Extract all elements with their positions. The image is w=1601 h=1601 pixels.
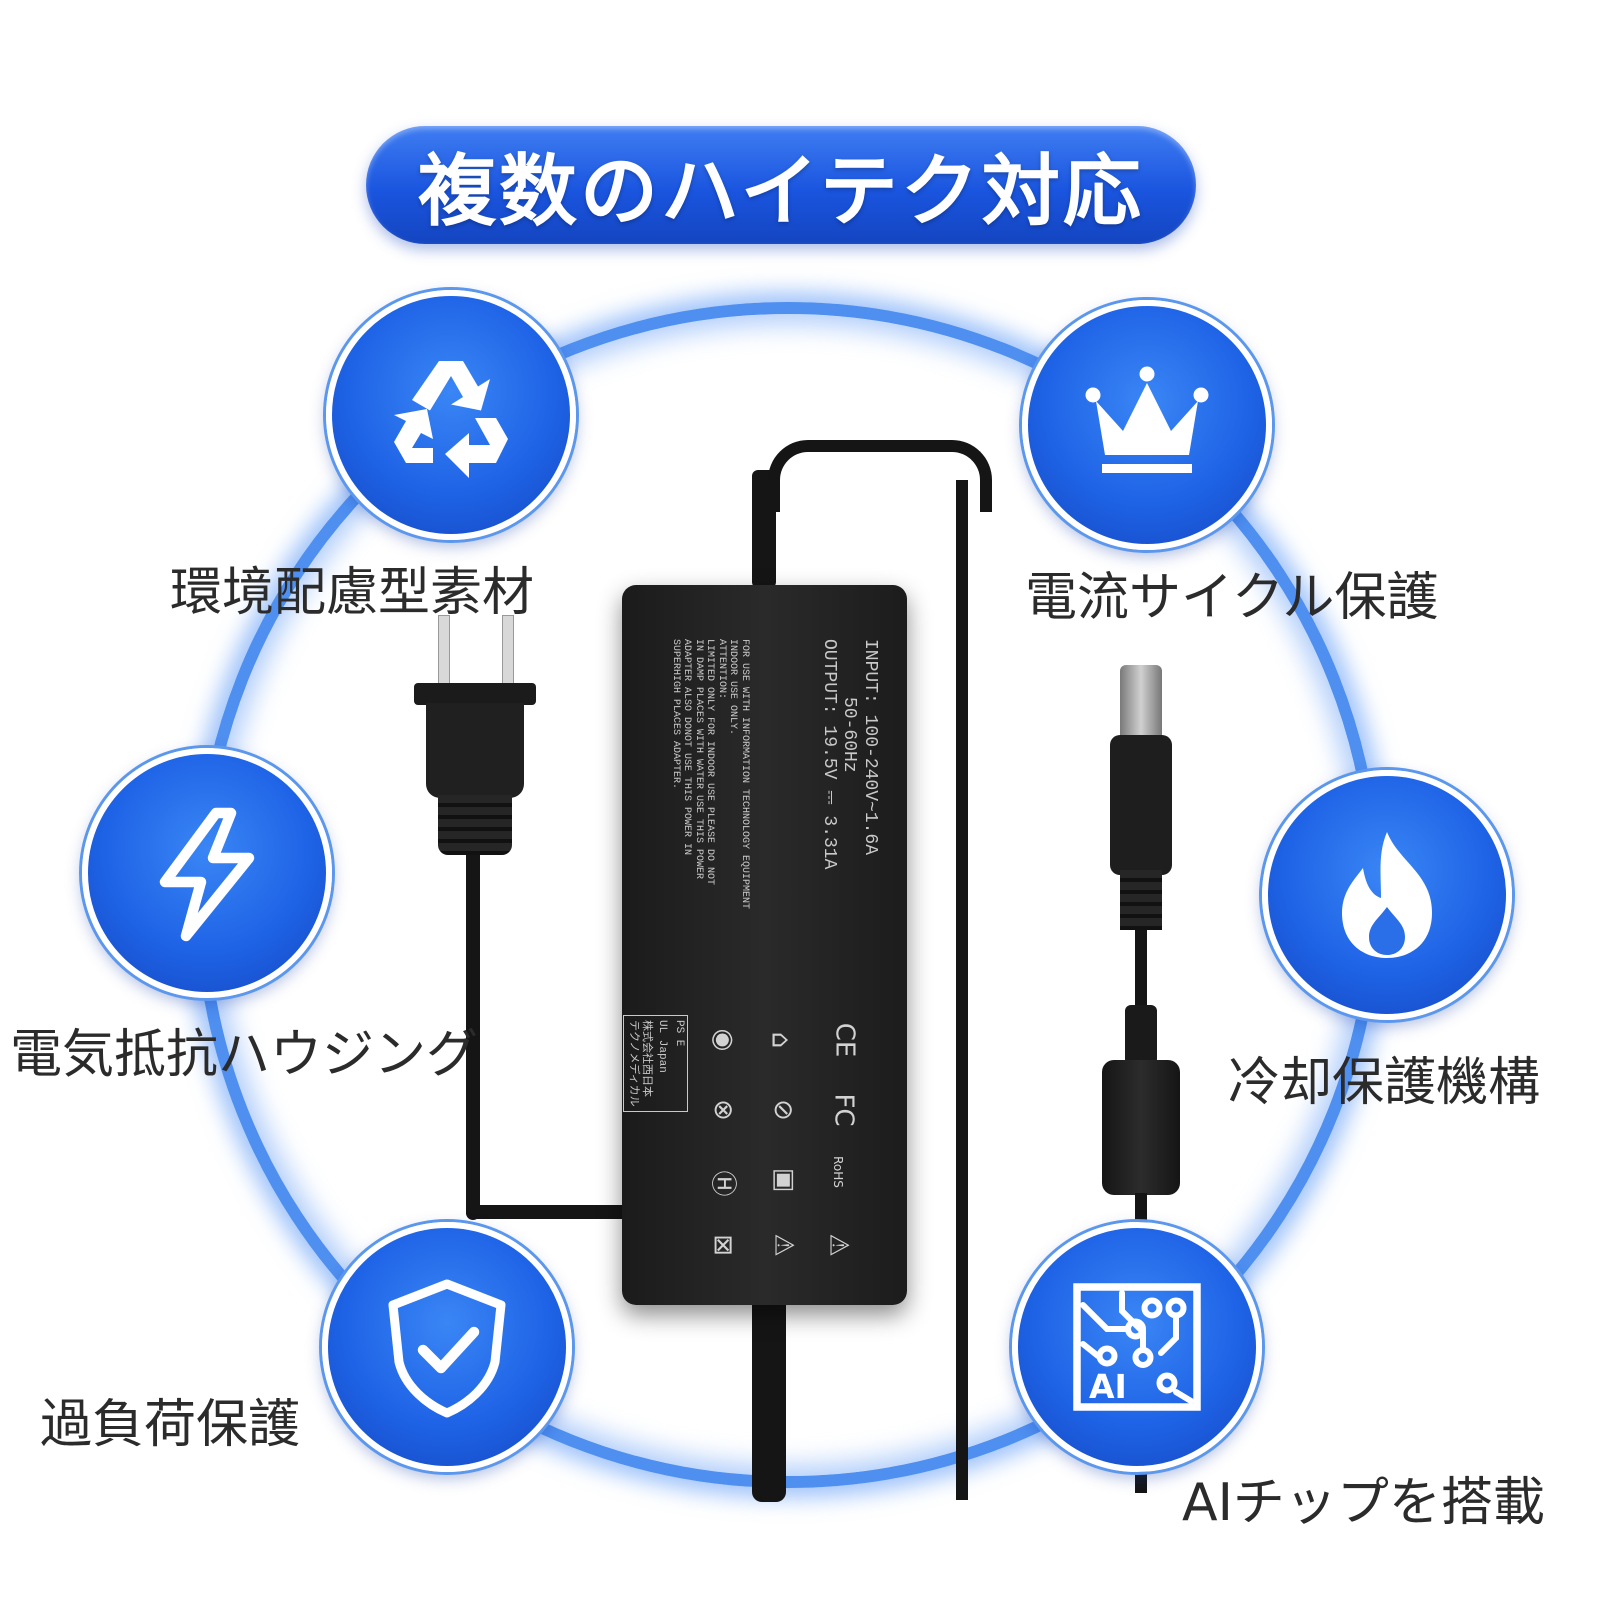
ai-chip-text: AI: [1089, 1367, 1127, 1406]
page-title: 複数のハイテク対応: [418, 147, 1144, 237]
feature-label-ai: AIチップを搭載: [1182, 1473, 1545, 1533]
feature-label-overload: 過負荷保護: [40, 1395, 301, 1455]
adapter-fine-print: FOR USE WITH INFORMATION TECHNOLOGY EQUI…: [670, 639, 750, 910]
flame-icon: [1342, 832, 1432, 958]
plug-cable: [466, 840, 480, 1220]
feature-label-cooling: 冷却保護機構: [1228, 1053, 1541, 1113]
feature-resistance-housing: [82, 748, 332, 998]
lightning-icon: [159, 807, 255, 942]
rohs-mark: RoHS: [830, 1156, 845, 1188]
feature-label-current: 電流サイクル保護: [1025, 568, 1439, 628]
plug-cable-bottom: [466, 1205, 636, 1219]
title-banner: 複数のハイテク対応: [366, 126, 1196, 244]
feature-label-resistance: 電気抵抗ハウジング: [10, 1025, 479, 1085]
ai-chip-icon: AI: [1073, 1283, 1201, 1411]
feature-current-cycle: [1022, 300, 1272, 550]
feature-ai-chip: AI: [1012, 1222, 1262, 1472]
recycle-icon: [394, 361, 508, 478]
double-insulation-icon: ▣: [769, 1167, 800, 1193]
adapter-cable-bottom: [752, 1302, 786, 1502]
feature-cooling: [1262, 770, 1512, 1020]
h-symbol-icon: Ⓗ: [707, 1170, 738, 1197]
warning-triangle-icon-2: ⚠: [768, 1233, 799, 1257]
frequency-rating: 50-60Hz: [839, 697, 860, 773]
feature-eco-material: [326, 290, 576, 540]
ul-japan-text: UL Japan: [656, 1020, 669, 1073]
warning-triangle-icon: ⚠: [823, 1233, 854, 1257]
output-rating: OUTPUT: 19.5V ⎓ 3.31A: [818, 639, 839, 870]
cable-right-drop: [956, 480, 968, 1500]
feature-overload: [322, 1222, 572, 1472]
no-fire-symbol-icon: ⊘: [767, 1099, 798, 1121]
home-symbol-icon: ⌂: [765, 1031, 796, 1049]
fc-mark: FC: [828, 1093, 859, 1127]
no-water-symbol-icon: ⊗: [707, 1099, 738, 1121]
shield-check-icon: [388, 1279, 506, 1418]
feature-label-eco: 環境配慮型素材: [170, 563, 535, 623]
pse-mark: PS E: [673, 1020, 685, 1047]
maker-text: 株式会社西日本 テクノメディカル: [627, 1020, 652, 1107]
recycle-bin-crossed-icon: ⊠: [707, 1234, 738, 1256]
ul-japan-cert: PS E UL Japan 株式会社西日本 テクノメディカル: [623, 1015, 688, 1112]
input-rating: INPUT: 100-240V~1.6A: [860, 639, 880, 856]
crown-icon: [1085, 366, 1209, 473]
adapter-spec-label: INPUT: 100-240V~1.6A 50-60Hz OUTPUT: 19.…: [818, 639, 880, 869]
ce-mark: CE: [829, 1022, 860, 1058]
efficiency-symbol-icon: ◉: [708, 1028, 739, 1052]
power-adapter: INPUT: 100-240V~1.6A 50-60Hz OUTPUT: 19.…: [622, 585, 907, 1305]
